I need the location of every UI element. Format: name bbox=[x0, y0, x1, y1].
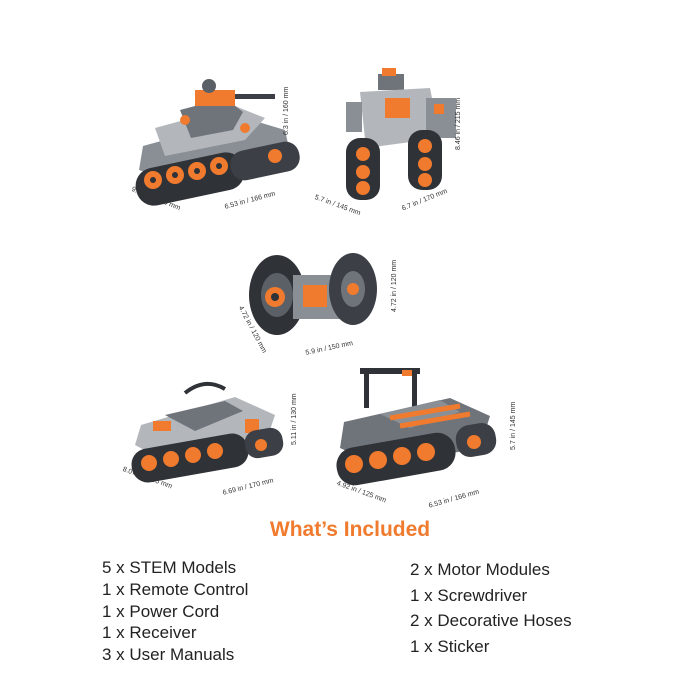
included-item: 1 x Sticker bbox=[410, 636, 490, 656]
racer-height-label: 5.11 in / 130 mm bbox=[291, 393, 298, 445]
included-item: 1 x Power Cord bbox=[102, 601, 220, 621]
included-item: 5 x STEM Models bbox=[102, 558, 237, 577]
racer-model-image bbox=[131, 381, 284, 483]
roller-model-image bbox=[249, 253, 377, 335]
included-item: 2 x Motor Modules bbox=[410, 560, 550, 579]
included-item: 3 x User Manuals bbox=[102, 645, 235, 665]
truck-width-label: 6.53 in / 166 mm bbox=[428, 488, 481, 510]
included-item: 2 x Decorative Hoses bbox=[410, 611, 572, 630]
included-list-left: 5 x STEM Models 1 x Remote Control 1 x P… bbox=[102, 557, 248, 666]
included-item: 1 x Receiver bbox=[102, 623, 197, 643]
included-list-right: 2 x Motor Modules 1 x Screwdriver 2 x De… bbox=[410, 557, 572, 659]
tank-height-label: 6.3 in / 160 mm bbox=[283, 86, 290, 135]
truck-model-image bbox=[336, 368, 497, 486]
tank-model-image bbox=[135, 79, 300, 206]
included-item: 1 x Remote Control bbox=[102, 579, 249, 599]
whats-included-heading: What’s Included bbox=[269, 518, 431, 541]
truck-height-label: 5.7 in / 145 mm bbox=[510, 401, 517, 450]
included-item: 1 x Screwdriver bbox=[410, 585, 528, 605]
robot-height-label: 8.46 in / 215 mm bbox=[455, 97, 462, 150]
roller-width-label: 5.9 in / 150 mm bbox=[305, 339, 354, 357]
roller-height-label: 4.72 in / 120 mm bbox=[391, 259, 398, 312]
robot-model-image bbox=[346, 68, 456, 200]
